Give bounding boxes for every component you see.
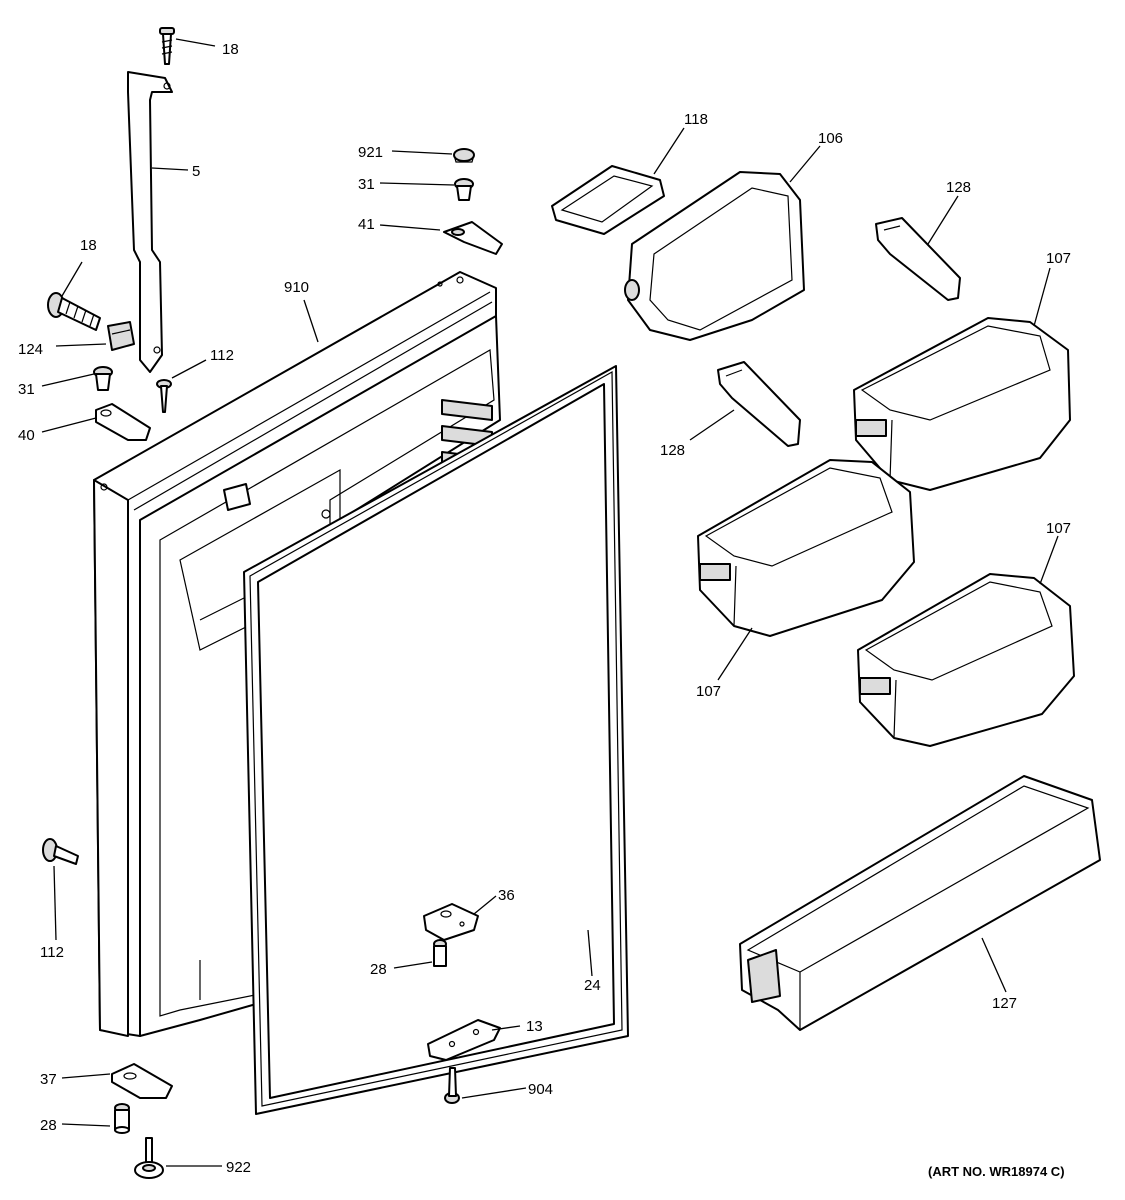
callout-13: 13 [526, 1018, 543, 1035]
screw-112-bottom [42, 838, 79, 865]
callout-910: 910 [284, 279, 309, 296]
callout-40: 40 [18, 427, 35, 444]
callout-18-left: 18 [80, 237, 97, 254]
bushing-31-middle [454, 178, 474, 201]
callout-37: 37 [40, 1071, 57, 1088]
pin-28-bottom [114, 1103, 130, 1134]
screw-18-left [47, 292, 101, 331]
callout-127: 127 [992, 995, 1017, 1012]
door-bin-107-middle [697, 459, 915, 637]
callout-18-top: 18 [222, 41, 239, 58]
screw-112-top [156, 379, 172, 413]
pin-28-middle [433, 939, 447, 967]
hinge-cover-41 [443, 221, 503, 255]
dairy-compartment-106 [624, 171, 805, 341]
door-handle-part [127, 71, 173, 373]
callout-128-top: 128 [946, 179, 971, 196]
callout-128-middle: 128 [660, 442, 685, 459]
callout-106: 106 [818, 130, 843, 147]
callout-labels: 18 5 18 124 31 40 112 910 921 31 41 118 … [18, 41, 1071, 1176]
hinge-36 [423, 903, 479, 941]
bushing-31-left [93, 366, 113, 391]
door-gasket-24 [243, 365, 629, 1115]
door-bin-107-right [857, 573, 1075, 747]
bracket-124 [107, 321, 135, 351]
leader-lines [41, 38, 1059, 1167]
callout-31-left: 31 [18, 381, 35, 398]
callout-112-bottom: 112 [40, 944, 64, 961]
bin-support-128-middle [717, 361, 801, 447]
callout-5: 5 [192, 163, 200, 180]
dairy-tray-118 [551, 165, 665, 235]
bracket-13 [427, 1019, 501, 1061]
callout-112-top: 112 [210, 347, 234, 364]
callout-107-right: 107 [1046, 520, 1071, 537]
screw-904 [444, 1067, 460, 1104]
callout-118: 118 [684, 111, 708, 128]
callout-922: 922 [226, 1159, 251, 1176]
cap-921 [453, 148, 475, 163]
callout-24: 24 [584, 977, 601, 994]
callout-904: 904 [528, 1081, 553, 1098]
callout-31-middle: 31 [358, 176, 375, 193]
callout-41: 41 [358, 216, 375, 233]
callout-107-middle: 107 [696, 683, 721, 700]
hinge-plate-40 [95, 403, 151, 441]
bottom-bin-127 [739, 775, 1101, 1031]
hinge-37 [111, 1063, 173, 1099]
callout-36: 36 [498, 887, 515, 904]
bin-support-128-top [875, 217, 961, 301]
callout-921: 921 [358, 144, 383, 161]
door-bin-107-top-right [853, 317, 1071, 491]
art-number: (ART NO. WR18974 C) [928, 1164, 1065, 1179]
callout-28-middle: 28 [370, 961, 387, 978]
screw-18-top [159, 27, 175, 65]
callout-124: 124 [18, 341, 43, 358]
leveler-922 [134, 1137, 164, 1179]
callout-107-top-right: 107 [1046, 250, 1071, 267]
callout-28-bottom: 28 [40, 1117, 57, 1134]
